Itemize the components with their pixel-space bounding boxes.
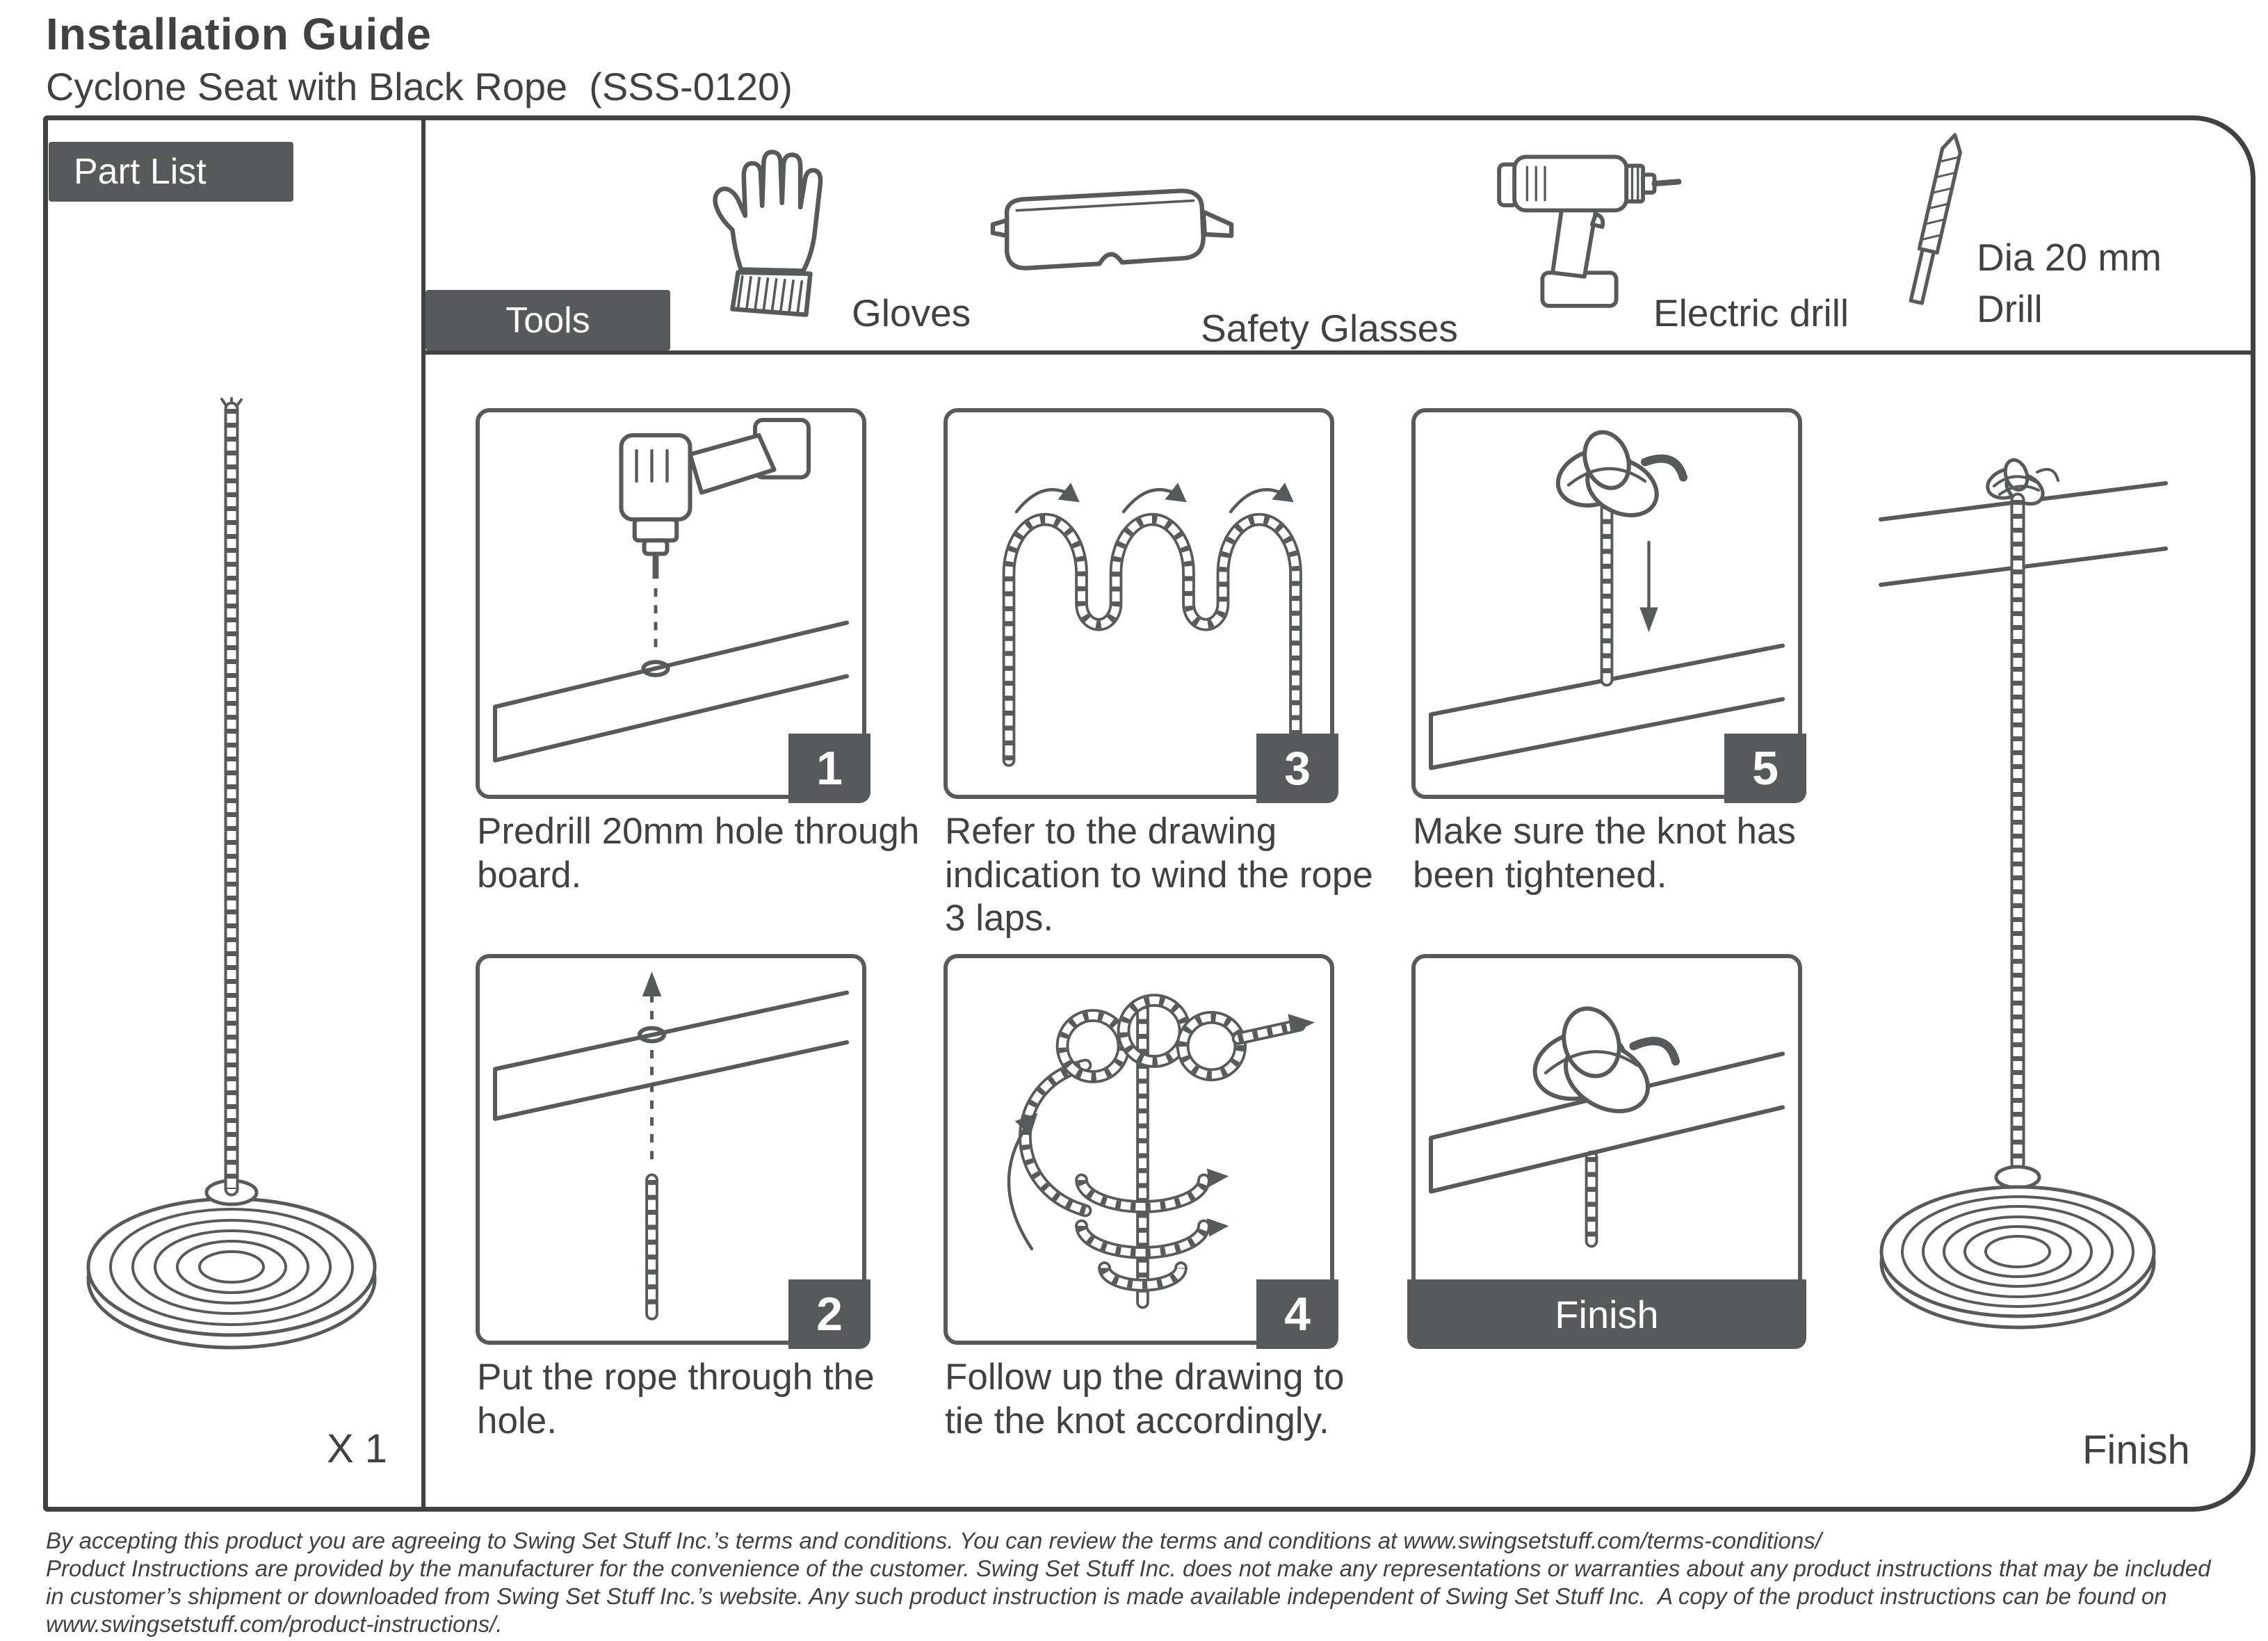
tools-label: Tools xyxy=(426,290,670,350)
step-finish: Finish xyxy=(1407,954,1806,1349)
column-divider xyxy=(421,115,426,1512)
step-1: 1 Predrill 20mm hole through board. xyxy=(476,408,919,896)
step-1-illustration xyxy=(492,417,850,763)
tool-label-electric-drill: Electric drill xyxy=(1653,291,1849,334)
step-3: 3 Refer to the drawing indication to win… xyxy=(943,408,1373,939)
step-caption: Refer to the drawing indication to wind … xyxy=(945,811,1373,939)
step-2: 2 Put the rope through the hole. xyxy=(476,954,875,1441)
guide-frame xyxy=(43,115,2255,1512)
step-number-badge: 3 xyxy=(1256,734,1338,803)
legal-line: By accepting this product you are agreei… xyxy=(46,1528,1822,1553)
step-caption: Make sure the knot has been tightened. xyxy=(1413,811,1796,896)
step-number-badge: 5 xyxy=(1724,734,1806,803)
step-3-illustration xyxy=(948,483,1330,795)
tool-label-drill-bit-size: Dia 20 mm xyxy=(1977,236,2162,279)
step-2-illustration xyxy=(492,971,850,1320)
drill-bit-icon xyxy=(1909,133,1962,305)
step-number-badge: 1 xyxy=(788,734,870,803)
tool-label-gloves: Gloves xyxy=(852,291,971,334)
step-caption: Put the rope through the hole. xyxy=(477,1357,875,1441)
step-number-badge: 4 xyxy=(1256,1279,1338,1349)
legal-line: Product Instructions are provided by the… xyxy=(46,1555,2211,1581)
final-finish-label: Finish xyxy=(2082,1428,2190,1473)
step-finish-illustration xyxy=(1428,1006,1785,1248)
page-subtitle: Cyclone Seat with Black Rope (SSS-0120) xyxy=(46,65,793,108)
safety-glasses-icon xyxy=(990,188,1234,270)
part-cyclone-seat-illustration xyxy=(86,397,377,1350)
gloves-icon xyxy=(713,149,823,317)
step-5-illustration xyxy=(1428,430,1785,770)
part-list-label: Part List xyxy=(49,142,293,202)
step-number-badge: 2 xyxy=(788,1279,870,1349)
electric-drill-icon xyxy=(1497,154,1682,308)
legal-line: in customer’s shipment or downloaded fro… xyxy=(46,1583,2167,1609)
step-4-illustration xyxy=(1007,994,1315,1341)
tools-row-divider xyxy=(421,350,2255,355)
step-4: 4 Follow up the drawing to tie the knot … xyxy=(943,954,1345,1441)
legal-line: www.swingsetstuff.com/product-instructio… xyxy=(46,1611,503,1637)
legal-text: By accepting this product you are agreei… xyxy=(46,1527,2229,1638)
step-5: 5 Make sure the knot has been tightened. xyxy=(1411,408,1806,896)
step-caption: Predrill 20mm hole through board. xyxy=(477,811,920,896)
page-title: Installation Guide xyxy=(46,9,432,59)
final-assembly-illustration xyxy=(1879,458,2168,1329)
step-caption: Follow up the drawing to tie the knot ac… xyxy=(945,1357,1345,1441)
tool-label-safety-glasses: Safety Glasses xyxy=(1201,307,1458,350)
part-quantity: X 1 xyxy=(327,1426,388,1471)
finish-banner: Finish xyxy=(1407,1279,1806,1349)
tool-label-drill-bit: Drill xyxy=(1977,287,2043,330)
